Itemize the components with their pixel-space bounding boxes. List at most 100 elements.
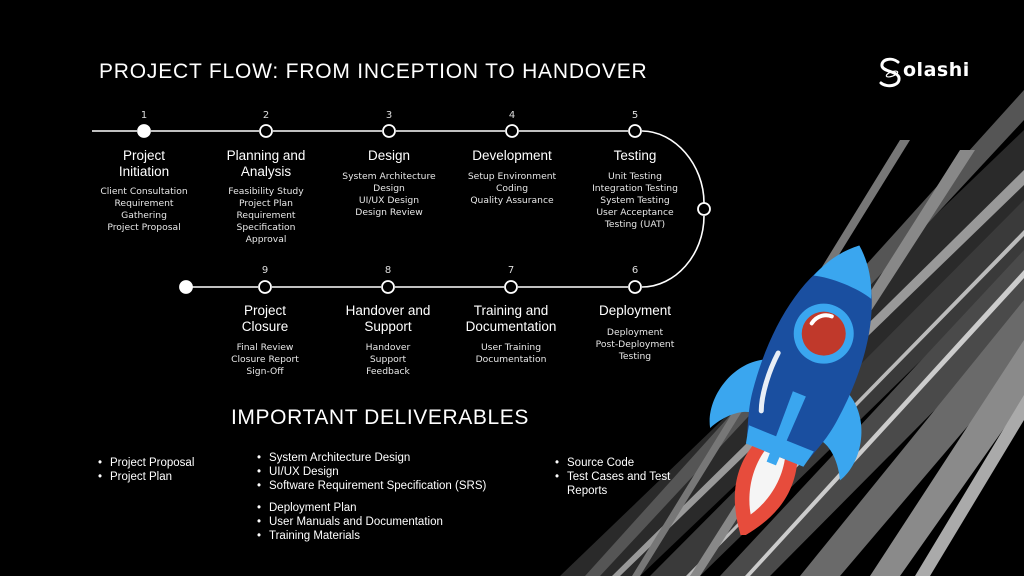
step-item: Coding bbox=[495, 183, 529, 194]
step-item: UI/UX Design bbox=[358, 195, 420, 206]
step-item: Client Consultation bbox=[100, 186, 188, 197]
step-item: Documentation bbox=[475, 354, 547, 365]
step-name-line: Design bbox=[367, 148, 411, 163]
step-number: 8 bbox=[384, 265, 392, 276]
step-name: Project Initiation bbox=[79, 148, 209, 180]
deliverable-item: Source Code bbox=[555, 456, 705, 470]
step-item: User Acceptance bbox=[596, 207, 674, 218]
step-number: 2 bbox=[262, 110, 270, 121]
step-item: Specification bbox=[236, 222, 296, 233]
step-item: Support bbox=[369, 354, 407, 365]
step-item: Sign-Off bbox=[246, 366, 284, 377]
step-name-line: Development bbox=[472, 148, 552, 163]
step-name: Handover and Support bbox=[323, 303, 453, 335]
deliverable-item: UI/UX Design bbox=[257, 465, 486, 479]
flow-curve-5-top bbox=[641, 130, 705, 204]
step-item: Project Plan bbox=[239, 198, 293, 209]
step-item: Design Review bbox=[355, 207, 423, 218]
step-item: Project Proposal bbox=[107, 222, 181, 233]
step-name-line: Support bbox=[364, 319, 412, 334]
step-number: 9 bbox=[261, 265, 269, 276]
deliverable-item: Training Materials bbox=[257, 529, 443, 543]
step-item: Approval bbox=[245, 234, 287, 245]
rocket-center-fin bbox=[766, 391, 806, 466]
deliverables-title: IMPORTANT DELIVERABLES bbox=[231, 406, 529, 429]
node-3 bbox=[382, 124, 396, 138]
step-name-line: Project bbox=[122, 148, 166, 163]
step-name: Planning and Analysis bbox=[201, 148, 331, 180]
step-items: Unit Testing Integration Testing System … bbox=[565, 171, 705, 231]
rocket-icon bbox=[709, 245, 872, 535]
step-name: Deployment bbox=[570, 303, 700, 319]
node-2 bbox=[259, 124, 273, 138]
step-items: Final Review Closure Report Sign-Off bbox=[195, 342, 335, 378]
step-number: 7 bbox=[507, 265, 515, 276]
node-1 bbox=[137, 124, 151, 138]
logo-s-icon bbox=[879, 57, 901, 88]
step-name-line: Documentation bbox=[465, 319, 557, 334]
step-items: Setup Environment Coding Quality Assuran… bbox=[442, 171, 582, 207]
page-title: PROJECT FLOW: FROM INCEPTION TO HANDOVER bbox=[99, 60, 648, 83]
step-items: User Training Documentation bbox=[441, 342, 581, 366]
step-number: 3 bbox=[385, 110, 393, 121]
step-name-line: Closure bbox=[241, 319, 289, 334]
deliverable-item: User Manuals and Documentation bbox=[257, 515, 443, 529]
step-name-line: Initiation bbox=[118, 164, 170, 179]
deliverables-column-3: Deployment Plan User Manuals and Documen… bbox=[257, 501, 443, 543]
step-name-line: Training and bbox=[473, 303, 549, 318]
step-items: Client Consultation Requirement Gatherin… bbox=[74, 186, 214, 234]
step-item: Setup Environment bbox=[467, 171, 557, 182]
rocket-highlight bbox=[758, 350, 781, 414]
step-name-line: Project bbox=[243, 303, 287, 318]
step-number: 4 bbox=[508, 110, 516, 121]
step-item: Requirement bbox=[114, 198, 174, 209]
deliverable-item: System Architecture Design bbox=[257, 451, 486, 465]
brand-name: olashi bbox=[903, 59, 970, 81]
rocket-window-shine bbox=[809, 313, 834, 326]
node-4 bbox=[505, 124, 519, 138]
deliverable-item: Project Plan bbox=[98, 470, 194, 484]
step-name: Project Closure bbox=[200, 303, 330, 335]
step-number: 6 bbox=[631, 265, 639, 276]
node-turn bbox=[697, 202, 711, 216]
step-name-line: Testing bbox=[613, 148, 657, 163]
step-item: Deployment bbox=[606, 327, 664, 338]
step-number: 1 bbox=[140, 110, 148, 121]
step-name: Development bbox=[447, 148, 577, 164]
step-item: Integration Testing bbox=[592, 183, 678, 194]
step-item: User Training bbox=[480, 342, 542, 353]
brand-logo: olashi bbox=[878, 56, 978, 92]
deliverable-item: Software Requirement Specification (SRS) bbox=[257, 479, 486, 493]
deliverable-item: Project Proposal bbox=[98, 456, 194, 470]
node-7 bbox=[504, 280, 518, 294]
step-item: Closure Report bbox=[231, 354, 299, 365]
flow-nodes bbox=[137, 124, 711, 294]
step-items: Deployment Post-Deployment Testing bbox=[565, 327, 705, 363]
step-item: Handover bbox=[365, 342, 411, 353]
step-items: System Architecture Design UI/UX Design … bbox=[319, 171, 459, 219]
step-item: Feasibility Study bbox=[228, 186, 304, 197]
rocket-right-fin bbox=[818, 391, 862, 481]
deliverables-column-1: Project Proposal Project Plan bbox=[98, 456, 194, 484]
flow-curve-6-bottom bbox=[641, 215, 705, 288]
step-name: Training and Documentation bbox=[446, 303, 576, 335]
step-item: Quality Assurance bbox=[470, 195, 554, 206]
node-9 bbox=[258, 280, 272, 294]
step-name-line: Deployment bbox=[598, 303, 672, 318]
step-item: Final Review bbox=[236, 342, 294, 353]
node-end bbox=[179, 280, 193, 294]
step-item: Unit Testing bbox=[608, 171, 662, 182]
rocket-nose bbox=[813, 245, 872, 299]
step-item: Post-Deployment bbox=[595, 339, 675, 350]
flow-lines bbox=[92, 130, 705, 288]
deliverable-item-line: Test Cases and Test bbox=[567, 471, 671, 483]
step-item: Feedback bbox=[366, 366, 410, 377]
step-item: Requirement bbox=[236, 210, 296, 221]
step-item: Testing (UAT) bbox=[604, 219, 666, 230]
step-name-line: Planning and bbox=[226, 148, 306, 163]
step-item: Gathering bbox=[121, 210, 167, 221]
